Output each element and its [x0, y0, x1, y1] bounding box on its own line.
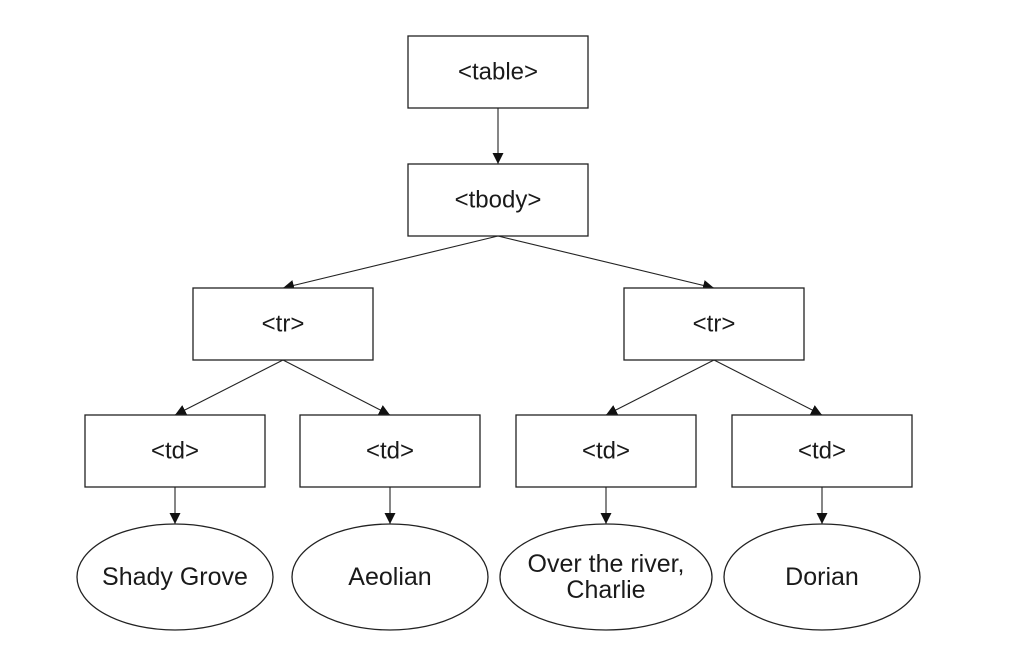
node-table: <table> — [407, 35, 589, 109]
node-tr2-label: <tr> — [693, 311, 736, 338]
node-tr1-box — [192, 287, 374, 361]
edge-tr1-to-td1 — [174, 359, 284, 416]
node-td2: <td> — [299, 414, 481, 488]
node-tr1: <tr> — [192, 287, 374, 361]
node-tbody-label: <tbody> — [455, 187, 542, 214]
node-tr2-box — [623, 287, 805, 361]
edge-tbody-to-tr1 — [282, 235, 499, 291]
node-leaf4: Dorian — [723, 523, 921, 631]
edge-tbody-to-tr2 — [497, 235, 715, 291]
edges — [169, 108, 828, 524]
node-td3-label: <td> — [582, 438, 630, 465]
node-td1-box — [84, 414, 266, 488]
node-tbody-box — [407, 163, 589, 237]
nodes: <table> <tbody> <tr> <tr> <td> <td> <td> <td> Sh… — [76, 35, 921, 631]
node-td2-label: <td> — [366, 438, 414, 465]
node-td4-box — [731, 414, 913, 488]
node-tr1-label: <tr> — [262, 311, 305, 338]
node-tbody: <tbody> — [407, 163, 589, 237]
node-leaf4-label: Dorian — [785, 563, 859, 591]
edge-tr2-to-td4 — [713, 359, 823, 416]
node-table-box — [407, 35, 589, 109]
node-leaf3-label-line: Charlie — [566, 576, 645, 604]
node-td4: <td> — [731, 414, 913, 488]
node-leaf3-label-line: Over the river, — [528, 550, 685, 578]
node-leaf1-ellipse — [76, 523, 274, 631]
node-leaf2-ellipse — [291, 523, 489, 631]
node-leaf2: Aeolian — [291, 523, 489, 631]
node-td3-box — [515, 414, 697, 488]
node-td3: <td> — [515, 414, 697, 488]
node-td1: <td> — [84, 414, 266, 488]
node-table-label: <table> — [458, 59, 538, 86]
edge-tr1-to-td2 — [282, 359, 391, 416]
edge-tr2-to-td3 — [605, 359, 715, 416]
node-leaf2-label: Aeolian — [348, 563, 431, 591]
node-td2-box — [299, 414, 481, 488]
node-leaf3-ellipse — [499, 523, 713, 631]
node-td4-label: <td> — [798, 438, 846, 465]
node-leaf1-label: Shady Grove — [102, 563, 248, 591]
node-leaf4-ellipse — [723, 523, 921, 631]
node-leaf3: Over the river,Charlie — [499, 523, 713, 631]
node-td1-label: <td> — [151, 438, 199, 465]
node-leaf1: Shady Grove — [76, 523, 274, 631]
node-tr2: <tr> — [623, 287, 805, 361]
